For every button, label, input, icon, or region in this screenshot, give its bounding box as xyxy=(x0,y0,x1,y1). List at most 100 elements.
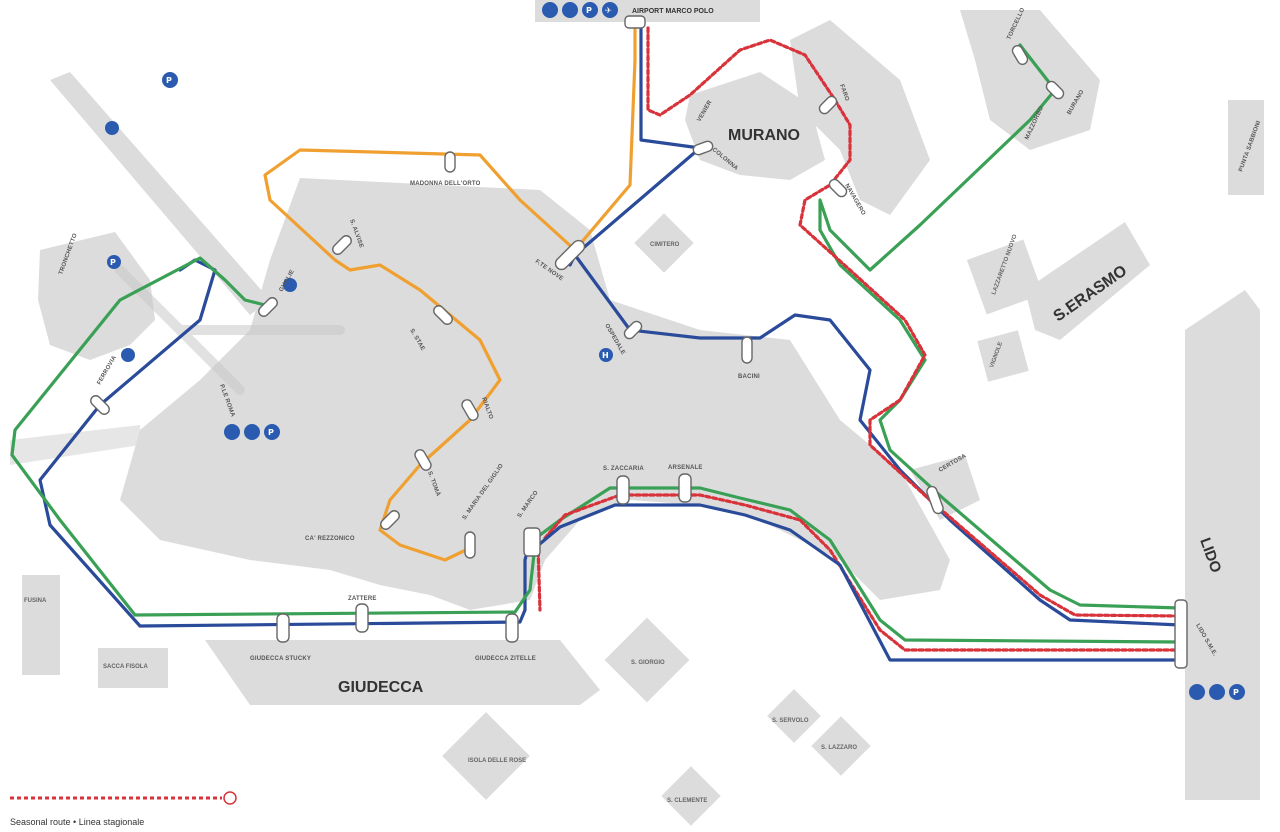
zattere-label: ZATTERE xyxy=(348,596,377,602)
s-giorgio-label: S. GIORGIO xyxy=(631,660,665,666)
car-icon xyxy=(562,2,578,18)
road-causeway xyxy=(10,425,140,465)
svg-text:P: P xyxy=(586,6,592,15)
sacca-fisola-island xyxy=(98,648,168,688)
rialto-stop[interactable] xyxy=(460,398,480,422)
torcello-stop[interactable] xyxy=(1011,44,1030,66)
airport-label: AIRPORT MARCO POLO xyxy=(632,8,714,15)
madonna-orto-stop[interactable] xyxy=(444,151,456,173)
airport-service-icons: P ✈ xyxy=(542,2,618,18)
giudecca-zitelle-label: GIUDECCA ZITELLE xyxy=(475,656,536,662)
hospital-icon xyxy=(599,348,613,362)
s-lazzaro-island xyxy=(811,716,871,776)
venice-island xyxy=(120,178,950,610)
tronchetto-area xyxy=(38,232,155,360)
navagero-stop[interactable] xyxy=(827,177,848,198)
svg-text:P: P xyxy=(166,76,172,85)
parking-icon xyxy=(107,255,121,269)
orange-line xyxy=(263,26,637,562)
madonna-orto-label: MADONNA DELL'ORTO xyxy=(410,181,481,187)
s-clemente-island xyxy=(661,766,721,826)
cimitero-island xyxy=(634,213,694,273)
svg-text:✈: ✈ xyxy=(605,6,612,15)
guglie-stop[interactable] xyxy=(257,296,280,319)
fusina-area xyxy=(22,575,60,675)
burano-area xyxy=(960,10,1100,150)
s-stae-stop[interactable] xyxy=(432,304,455,327)
s-zaccaria-stop[interactable] xyxy=(616,475,630,505)
arsenale-stop[interactable] xyxy=(678,473,692,503)
giudecca-stucky-label: GIUDECCA STUCKY xyxy=(250,656,311,662)
fusina-label: FUSINA xyxy=(24,598,47,604)
bus-icon xyxy=(1189,684,1205,700)
car-icon xyxy=(244,424,260,440)
s-servolo-island xyxy=(767,689,821,743)
fondamenta-nove-stop[interactable] xyxy=(553,238,587,272)
giudecca-stucky-stop[interactable] xyxy=(276,613,290,643)
routes xyxy=(10,26,1182,662)
lazzaretto-island xyxy=(966,239,1044,315)
parking-icon xyxy=(162,72,178,88)
svg-text:H: H xyxy=(602,351,609,360)
faro-label: FARO xyxy=(838,84,850,103)
rail-causeway xyxy=(50,72,270,315)
isola-rose-label: ISOLA DELLE ROSE xyxy=(468,758,526,764)
parking-icon xyxy=(582,2,598,18)
colonna-stop[interactable] xyxy=(692,140,714,156)
certosa-island xyxy=(910,455,980,520)
arsenale-label: ARSENALE xyxy=(668,465,703,471)
bacini-label: BACINI xyxy=(738,374,760,380)
bacini-stop[interactable] xyxy=(741,336,753,364)
ca-rezzonico-label: CA' REZZONICO xyxy=(305,536,355,542)
stops xyxy=(89,15,1188,669)
s-marco-stop[interactable] xyxy=(523,527,541,557)
bus-icon xyxy=(121,348,135,362)
svg-text:P: P xyxy=(1233,688,1239,697)
ca-rezzonico-stop[interactable] xyxy=(379,509,402,532)
burano-stop[interactable] xyxy=(1044,79,1065,100)
s-lazzaro-label: S. LAZZARO xyxy=(821,745,857,751)
lido-service-icons: P xyxy=(1189,684,1245,700)
s-maria-giglio-stop[interactable] xyxy=(464,531,476,559)
legend-seasonal-end-icon xyxy=(223,791,237,805)
murano-island xyxy=(685,72,825,180)
s-giorgio-island xyxy=(604,617,690,703)
tronchetto-stop[interactable] xyxy=(89,394,112,417)
vignole-island xyxy=(977,330,1029,382)
svg-text:P: P xyxy=(110,258,116,267)
green-line xyxy=(10,43,1182,644)
parking-icon xyxy=(1229,684,1245,700)
giudecca-zitelle-stop[interactable] xyxy=(505,613,519,643)
train-icon xyxy=(283,278,297,292)
lido-island xyxy=(1185,290,1260,800)
parking-icon xyxy=(264,424,280,440)
murano-label: MURANO xyxy=(728,127,800,144)
lido-sme-stop[interactable] xyxy=(1174,599,1188,669)
svg-text:P: P xyxy=(268,428,274,437)
s-servolo-label: S. SERVOLO xyxy=(772,718,809,724)
s-alvise-stop[interactable] xyxy=(331,234,354,257)
piazzale-service-icons: P xyxy=(224,424,280,440)
punta-sabbioni-area xyxy=(1228,100,1264,195)
airport-stop[interactable] xyxy=(624,15,646,29)
ferrovia-label: FERROVIA xyxy=(97,354,119,386)
certosa-stop[interactable] xyxy=(926,485,945,515)
tronchetto-service-icons: P P H xyxy=(105,72,613,362)
cimitero-label: CIMITERO xyxy=(650,242,680,248)
bus-icon xyxy=(542,2,558,18)
legend-seasonal-label: Seasonal route • Linea stagionale xyxy=(10,817,144,827)
bus-icon xyxy=(105,121,119,135)
car-icon xyxy=(1209,684,1225,700)
museo-stop[interactable] xyxy=(817,94,838,115)
murano-east xyxy=(790,20,930,215)
s-toma-stop[interactable] xyxy=(413,448,433,472)
giudecca-island xyxy=(205,640,600,705)
legend: Seasonal route • Linea stagionale xyxy=(10,791,237,827)
sacca-fisola-label: SACCA FISOLA xyxy=(103,664,148,670)
ospedale-stop[interactable] xyxy=(622,319,643,340)
serasmo-island xyxy=(1025,222,1150,340)
land-areas xyxy=(10,0,1264,826)
s-zaccaria-label: S. ZACCARIA xyxy=(603,466,644,472)
zattere-stop[interactable] xyxy=(355,603,369,633)
